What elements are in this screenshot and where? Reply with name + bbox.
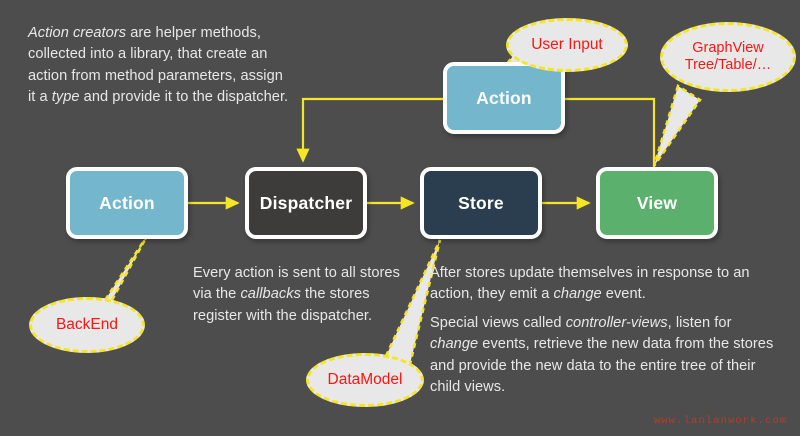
node-action-creator[interactable]: Action [66, 167, 188, 239]
paragraph-after-stores: After stores update themselves in respon… [430, 263, 778, 306]
callout-text-datamodel: DataModel [327, 370, 403, 388]
node-label-dispatcher: Dispatcher [259, 192, 353, 213]
text-every-1: Every action is sent to all stores via t… [193, 265, 400, 303]
text-intro-2: are helper methods, collected into a lib… [28, 25, 283, 106]
text-intro-4: and provide it to the dispatcher. [79, 89, 289, 106]
node-view[interactable]: View [596, 167, 718, 239]
node-action-top[interactable]: Action [443, 62, 565, 134]
text-after-1: After stores update themselves in respon… [430, 265, 750, 303]
emphasis-type: type [51, 89, 80, 106]
emphasis-change-1: change [553, 286, 602, 303]
callout-tail-graphview [652, 83, 702, 167]
callout-text-backend: BackEnd [55, 315, 119, 333]
callout-backend[interactable]: BackEnd [29, 297, 145, 353]
node-label-action-creator: Action [99, 192, 155, 213]
text-special-1: Special views called [430, 315, 566, 331]
node-label-view: View [636, 192, 678, 213]
callout-text-user-input: User Input [531, 35, 603, 53]
node-label-action-top: Action [476, 87, 532, 108]
callout-text-graphview-line2: Tree/Table/… [684, 57, 772, 73]
watermark: www.lanlanwork.com [654, 415, 788, 427]
callout-text-graphview-line1: GraphView [692, 39, 764, 56]
callout-graphview[interactable]: GraphView Tree/Table/… [660, 22, 796, 92]
emphasis-action-creators: Action creators [28, 25, 127, 41]
node-dispatcher[interactable]: Dispatcher [245, 167, 367, 239]
emphasis-change-2: change [430, 336, 479, 353]
arrow-view-to-action-top [565, 97, 656, 167]
text-special-5: events, retrieve the new data from the s… [430, 336, 774, 396]
arrow-action-top-to-dispatcher [296, 97, 443, 163]
text-special-3: , listen for [667, 315, 732, 331]
paragraph-every-action: Every action is sent to all stores via t… [193, 263, 411, 327]
text-after-3: event. [601, 286, 646, 303]
paragraph-special-views: Special views called controller-views, l… [430, 313, 782, 399]
node-store[interactable]: Store [420, 167, 542, 239]
callout-user-input[interactable]: User Input [506, 18, 628, 72]
node-label-store: Store [458, 192, 504, 213]
callout-datamodel[interactable]: DataModel [306, 353, 424, 407]
emphasis-callbacks: callbacks [240, 286, 301, 303]
text-every-3: the stores register with the dispatcher. [193, 286, 373, 324]
emphasis-controller-views: controller-views [565, 315, 668, 331]
paragraph-action-creators: Action creators are helper methods, coll… [28, 23, 293, 109]
